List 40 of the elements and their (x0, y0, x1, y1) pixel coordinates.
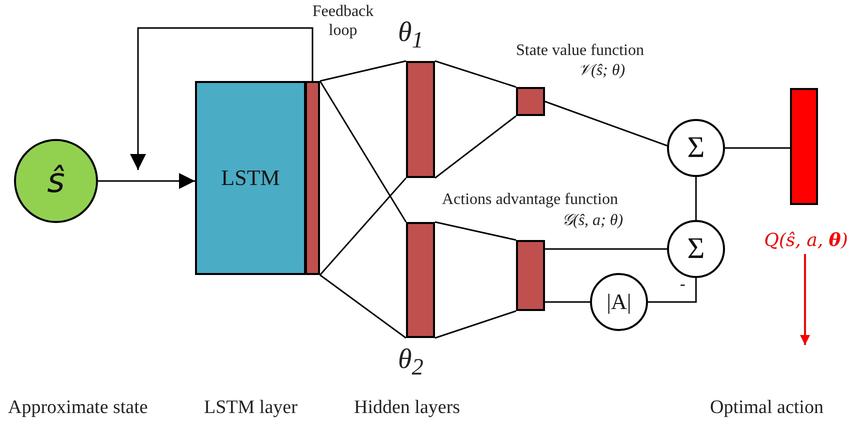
formula: 𝒱(ŝ; θ) (578, 62, 626, 80)
connector-line (320, 60, 406, 82)
connector-line (648, 278, 697, 303)
connector-line (434, 221, 516, 241)
advantage-layer-bar (516, 240, 545, 311)
connector-line (725, 147, 790, 149)
connector-line (695, 177, 697, 220)
connector-line (319, 178, 407, 276)
column-label: Approximate state (8, 398, 148, 419)
connector-line (544, 100, 668, 147)
hidden-layer-bar (406, 222, 435, 338)
connector-line (434, 310, 516, 339)
column-label: Optimal action (710, 398, 824, 419)
formula: 𝒢(ŝ, a; θ) (562, 212, 624, 230)
edge-label: Feedback loop (311, 2, 375, 40)
absolute-value-circle: |A| (590, 273, 648, 331)
q-value-formula: Q(ŝ, a, θ) (752, 226, 859, 254)
parameter-label: θ$_{2}$ (398, 345, 424, 382)
parameter-label: θ$_{1}$ (398, 18, 424, 54)
sum-circle: Σ (667, 119, 725, 177)
output-bar (305, 81, 320, 275)
connector-line (319, 80, 407, 222)
column-label: Hidden layers (354, 398, 460, 419)
q-value-bar (790, 88, 818, 205)
arrow (800, 254, 810, 345)
connector-line (320, 274, 406, 339)
column-label: LSTM layer (204, 398, 298, 419)
sum-circle: Σ (667, 220, 725, 278)
state-circle: ŝ (14, 139, 98, 223)
connector-line (545, 248, 667, 250)
lstm-box: LSTM (195, 81, 306, 275)
connector-line (434, 60, 516, 88)
hidden-layer-bar (406, 61, 435, 178)
arrow (130, 27, 314, 170)
value-layer-block (516, 87, 545, 116)
connector-line (434, 115, 516, 179)
arrow (98, 173, 195, 189)
node-label: Actions advantage function (442, 191, 618, 209)
node-label: State value function (516, 42, 644, 60)
connector-line (545, 301, 590, 303)
